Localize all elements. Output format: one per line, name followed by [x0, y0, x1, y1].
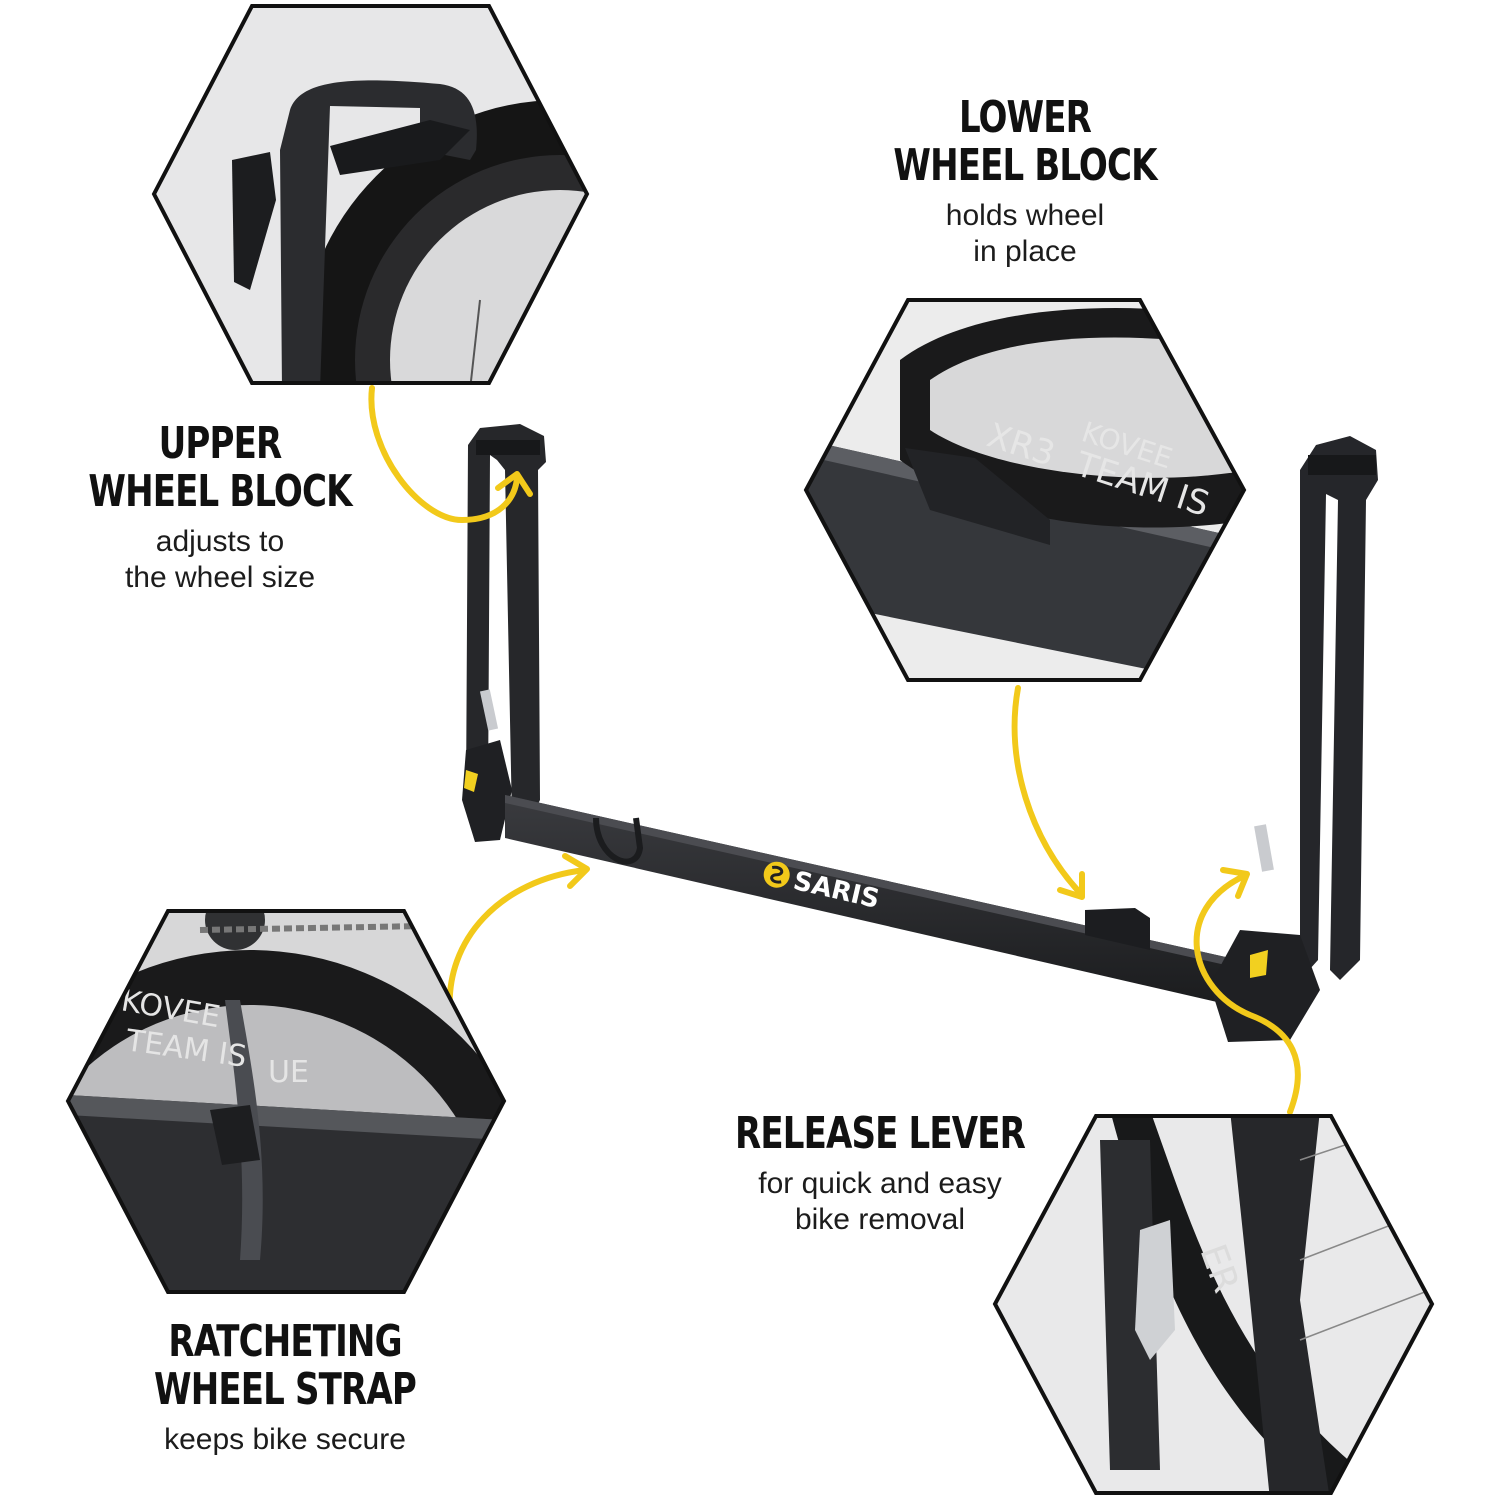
arrow-upper-wheel-block: [368, 385, 520, 523]
callout-description: for quick and easy bike removal: [758, 1167, 1002, 1236]
callout-title: UPPER WHEEL BLOCK: [88, 418, 352, 517]
hex-release-lever: ER: [992, 1114, 1435, 1495]
callout-ratcheting-wheel-strap: RATCHETING WHEEL STRAP keeps bike secure: [110, 1318, 460, 1458]
arrow-release-lever: [1193, 872, 1301, 1115]
callout-description: adjusts to the wheel size: [124, 525, 316, 594]
callout-title: RELEASE LEVER: [734, 1108, 1026, 1159]
hex-ratcheting-wheel-strap: KOVEE TEAM IS UE: [65, 909, 507, 1294]
rack-main-bar: [505, 795, 1230, 1005]
callout-lower-wheel-block: LOWER WHEEL BLOCK holds wheel in place: [865, 94, 1185, 270]
arrowhead-strap: [562, 853, 590, 889]
callout-description: keeps bike secure: [164, 1423, 406, 1456]
hex-lower-wheel-block: XR3 TEAM IS KOVEE: [803, 298, 1247, 682]
callout-release-lever: RELEASE LEVER for quick and easy bike re…: [700, 1110, 1060, 1238]
arrowhead-lower: [1057, 871, 1085, 900]
tire-text-strap-2: UE: [268, 1055, 309, 1090]
callout-title: LOWER WHEEL BLOCK: [893, 92, 1157, 191]
arrowhead-lever: [1220, 867, 1250, 899]
arrow-lower-wheel-block: [1011, 685, 1085, 898]
left-upright-arm: [462, 424, 546, 842]
callout-description: holds wheel in place: [945, 199, 1105, 268]
callout-upper-wheel-block: UPPER WHEEL BLOCK adjusts to the wheel s…: [60, 420, 380, 596]
bike-rack-illustration: SARIS: [462, 424, 1378, 1042]
right-upright-arm: [1210, 436, 1378, 1042]
arrow-ratcheting-strap: [446, 867, 588, 1015]
arrowhead-upper: [495, 471, 533, 497]
callout-title: RATCHETING WHEEL STRAP: [154, 1316, 417, 1415]
callout-arrows: [368, 385, 1301, 1115]
